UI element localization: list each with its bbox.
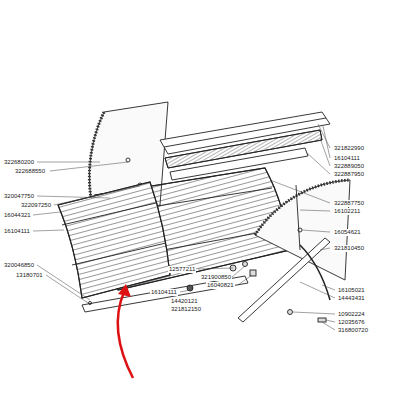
callout-number: 321822990 bbox=[333, 145, 365, 152]
callout-number: 322887750 bbox=[333, 200, 365, 207]
callout-number: 321810450 bbox=[333, 245, 365, 252]
callout-number: 13180701 bbox=[15, 272, 44, 279]
callout-number: 16104111 bbox=[333, 155, 361, 162]
callout-number: 12035676 bbox=[337, 319, 366, 326]
callout-number: 14420121 bbox=[170, 298, 199, 305]
callout-number: 322889050 bbox=[333, 163, 365, 170]
callout-number: 16044321 bbox=[3, 212, 32, 219]
red-arrow bbox=[118, 292, 133, 378]
callout-number: 322097250 bbox=[20, 202, 52, 209]
callout-number: 321812150 bbox=[170, 306, 202, 313]
callout-number: 16054621 bbox=[333, 229, 362, 236]
callout-number: 322680200 bbox=[3, 159, 35, 166]
callout-number: 322688550 bbox=[14, 168, 46, 175]
callout-number: 321900850 bbox=[200, 274, 232, 281]
callout-number: 320047750 bbox=[3, 193, 35, 200]
callout-number: 14443431 bbox=[337, 295, 366, 302]
callout-number: 320046850 bbox=[3, 262, 35, 269]
callout-number: 16104111 bbox=[150, 289, 178, 296]
callout-number: 322887950 bbox=[333, 171, 365, 178]
callout-number: 316800720 bbox=[337, 327, 369, 334]
arrow-head bbox=[118, 284, 131, 297]
callout-number: 16105021 bbox=[337, 287, 366, 294]
callout-number: 16102211 bbox=[333, 208, 361, 215]
callout-number: 12577211 bbox=[168, 266, 196, 273]
callout-number: 16104111 bbox=[3, 228, 31, 235]
callout-number: 16040821 bbox=[206, 282, 235, 289]
callout-number: 10902224 bbox=[337, 311, 366, 318]
